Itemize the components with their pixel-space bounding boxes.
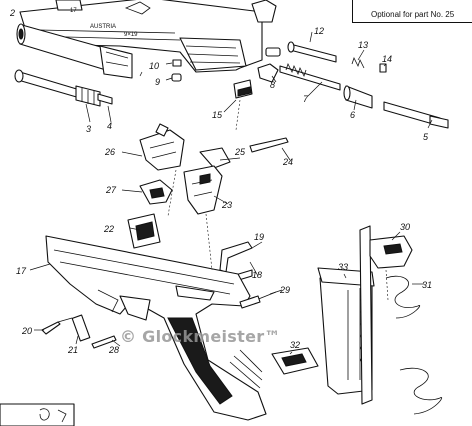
part-label-33: 33 (338, 262, 348, 272)
part-label-2: 2 (9, 8, 15, 18)
part-label-5: 5 (423, 132, 429, 142)
part-label-30: 30 (400, 222, 410, 232)
part-label-21: 21 (67, 345, 78, 355)
part-label-29: 29 (279, 285, 290, 295)
part-label-15: 15 (212, 110, 223, 120)
part-label-9: 9 (155, 77, 160, 87)
part-label-17: 17 (16, 266, 27, 276)
assembly-guide-lines (167, 99, 389, 301)
locking-block-part (127, 213, 161, 249)
part-label-10: 10 (149, 61, 159, 71)
recoil-spring-assembly (14, 69, 113, 107)
part-label-8: 8 (270, 80, 275, 90)
trigger-bar-part (183, 165, 223, 215)
part-label-22: 22 (103, 224, 114, 234)
part-label-19: 19 (254, 232, 264, 242)
part-label-26: 26 (104, 147, 115, 157)
part-label-31: 31 (422, 280, 432, 290)
magazine-floor-plate (271, 347, 319, 375)
inset-detail-corner (0, 403, 75, 426)
part-label-32: 32 (290, 340, 300, 350)
part-label-23: 23 (221, 200, 232, 210)
copyright-watermark: © Glockmeister™ (120, 327, 281, 346)
firing-pin-assembly (279, 41, 449, 129)
part-label-28: 28 (108, 345, 119, 355)
slide-engraving-caliber: 9×19 (124, 32, 138, 38)
part-label-13: 13 (358, 40, 368, 50)
part-label-27: 27 (105, 185, 117, 195)
magazine-part (317, 225, 375, 405)
connector-part (139, 179, 173, 205)
frame-part (45, 235, 267, 421)
magazine-follower (369, 235, 413, 269)
trigger-mechanism-housing (139, 123, 289, 171)
barrel-part (16, 23, 133, 79)
leader-lines (29, 31, 433, 355)
part-label-12: 12 (314, 26, 324, 36)
part-number-labels: 2 4 3 10 9 8 12 13 14 7 6 5 15 26 25 24 … (9, 8, 432, 355)
spacer-sleeve-part (233, 79, 253, 99)
optional-part-note-box: Optional for part No. 25 (352, 0, 472, 23)
slide-engraving-model: 17 (70, 8, 77, 14)
slide-part: AUSTRIA 17 9×19 (19, 0, 277, 73)
part-label-18: 18 (252, 270, 262, 280)
part-label-7: 7 (303, 94, 309, 104)
part-label-6: 6 (350, 110, 355, 120)
part-label-20: 20 (21, 326, 32, 336)
part-label-14: 14 (382, 54, 392, 64)
part-label-24: 24 (282, 157, 293, 167)
optional-part-note-text: Optional for part No. 25 (371, 10, 455, 19)
magazine-spring (385, 275, 442, 415)
part-label-25: 25 (234, 147, 246, 157)
slide-engraving-country: AUSTRIA (90, 24, 116, 30)
part-label-3: 3 (86, 124, 91, 134)
frame-pins (41, 291, 277, 349)
part-label-4: 4 (107, 121, 112, 131)
